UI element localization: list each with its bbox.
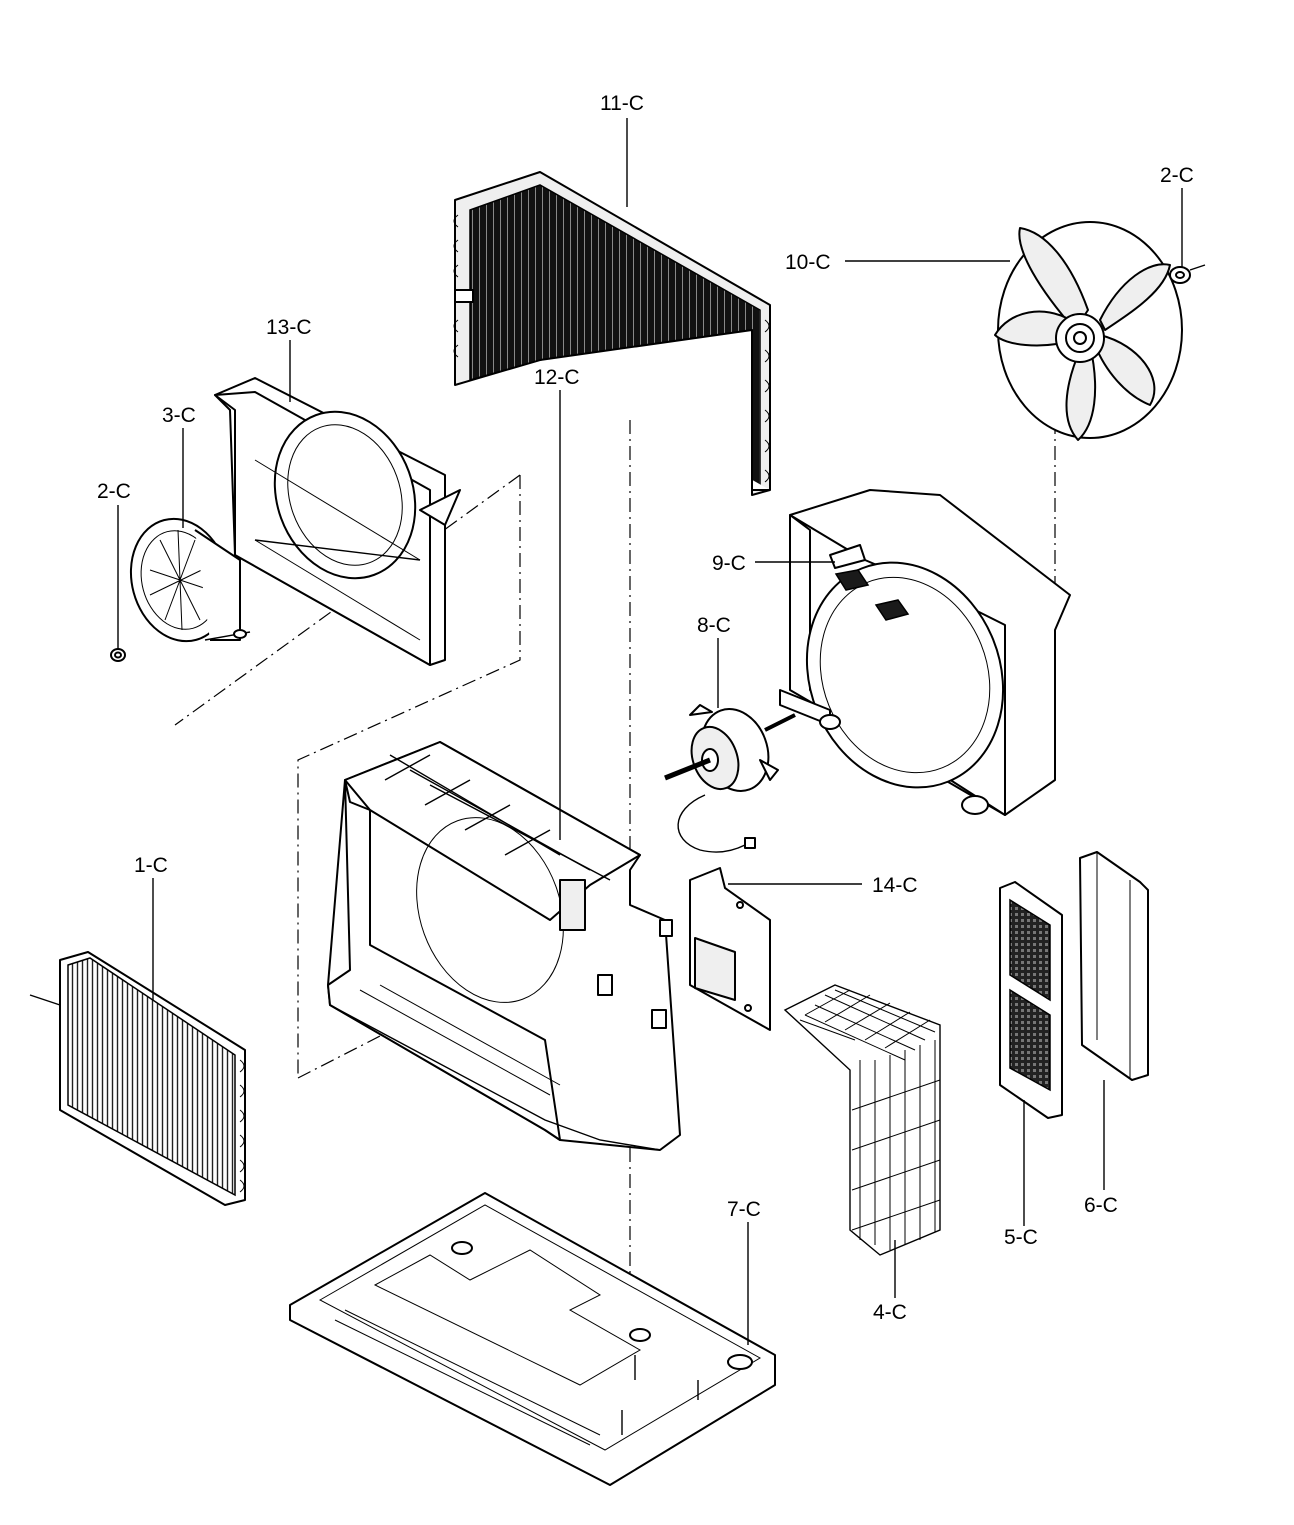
label-4-c: 4-C xyxy=(873,1301,907,1324)
wire-grille xyxy=(783,984,941,1256)
evaporator-housing xyxy=(327,741,681,1151)
nut-left xyxy=(110,648,126,662)
label-10-c: 10-C xyxy=(785,251,831,274)
blower-wheel xyxy=(129,517,251,643)
label-3-c: 3-C xyxy=(162,404,196,427)
label-8-c: 8-C xyxy=(697,614,731,637)
label-5-c: 5-C xyxy=(1004,1226,1038,1249)
label-11-c: 11-C xyxy=(600,92,644,115)
label-2-c-right: 2-C xyxy=(1160,164,1194,187)
condenser-fan-blade xyxy=(994,221,1183,441)
part-labels: 11-C 2-C 10-C 13-C 3-C 2-C 9-C 8-C 12-C … xyxy=(97,92,1194,1324)
label-2-c-left: 2-C xyxy=(97,480,131,503)
indoor-fan-shroud xyxy=(214,377,461,666)
fan-motor xyxy=(664,704,796,853)
condenser-coil xyxy=(453,171,771,496)
side-panel xyxy=(1079,851,1149,1081)
control-box xyxy=(689,867,771,1031)
nut-right xyxy=(1169,264,1206,284)
label-9-c: 9-C xyxy=(712,552,746,575)
label-14-c: 14-C xyxy=(872,874,918,897)
label-12-c: 12-C xyxy=(534,366,580,389)
outdoor-fan-shroud xyxy=(779,489,1071,816)
label-7-c: 7-C xyxy=(727,1198,761,1221)
label-6-c: 6-C xyxy=(1084,1194,1118,1217)
label-1-c: 1-C xyxy=(134,854,168,877)
label-13-c: 13-C xyxy=(266,316,312,339)
base-pan xyxy=(289,1192,776,1486)
evaporator-coil xyxy=(29,951,246,1206)
callout-leaders xyxy=(117,118,1183,1345)
front-grille-panel xyxy=(999,881,1063,1119)
